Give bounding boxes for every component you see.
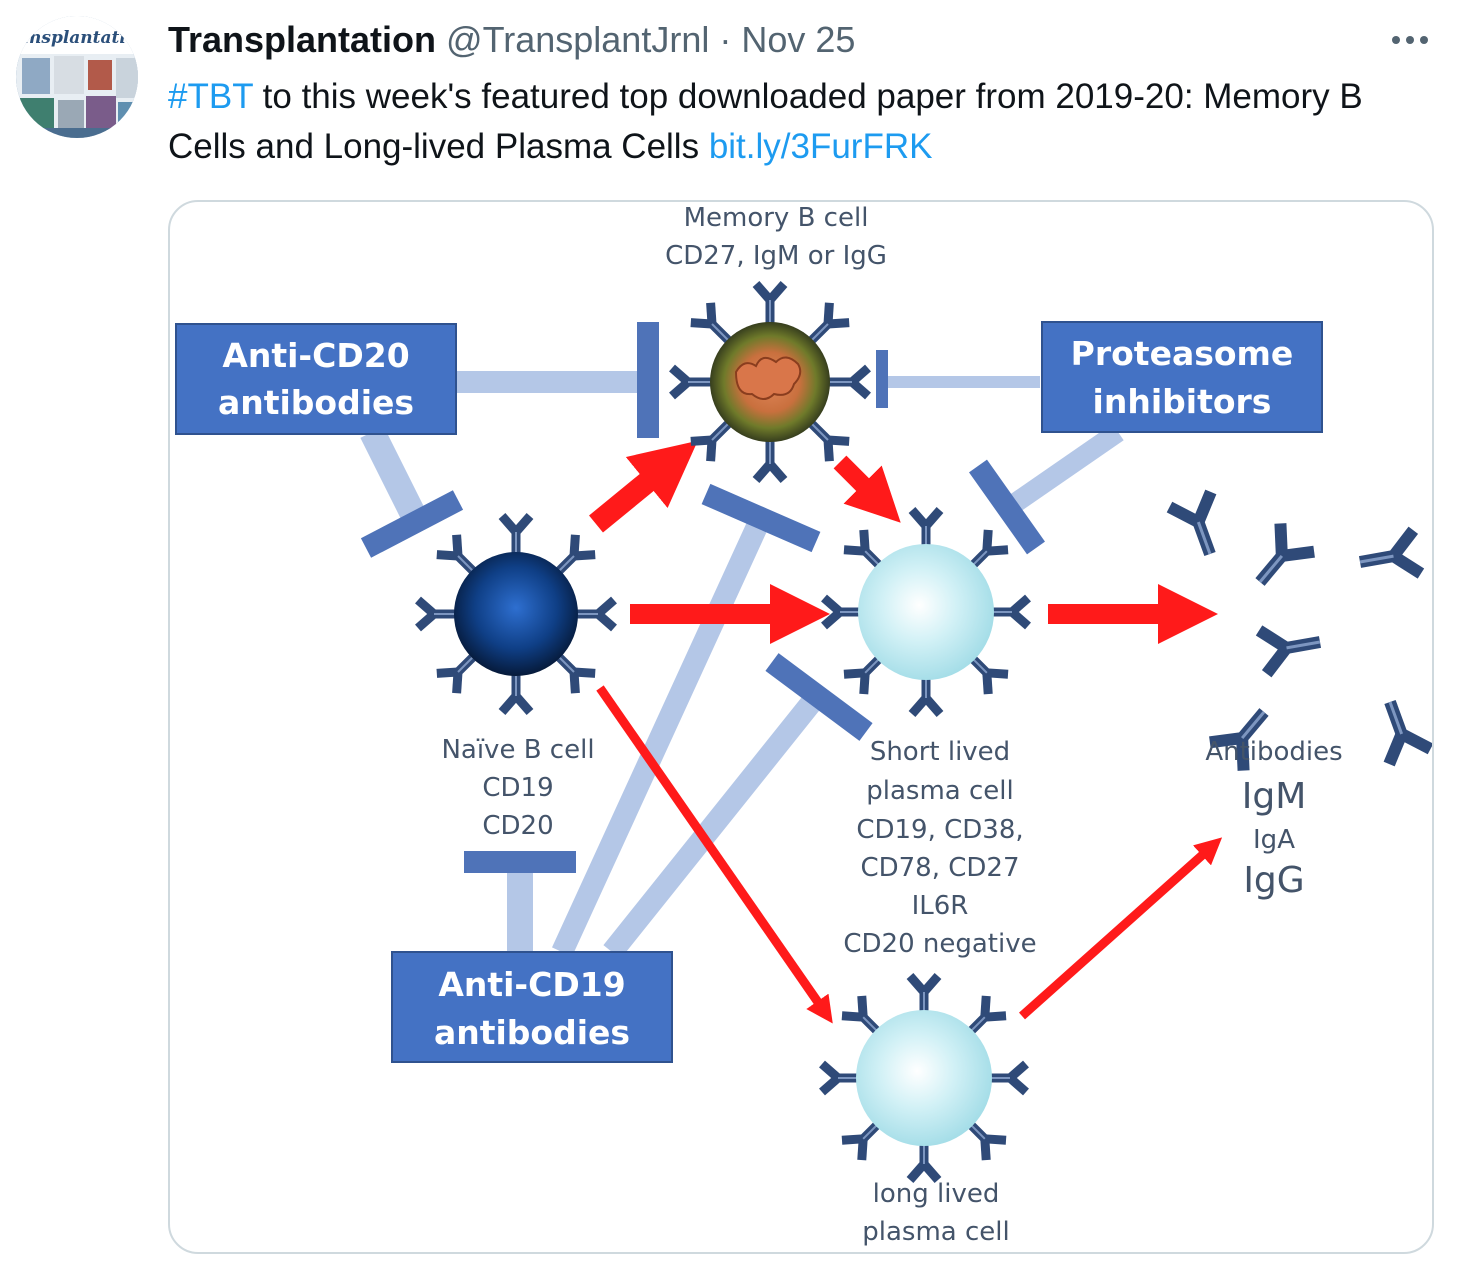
igg-label: IgG [1243,860,1304,901]
b-cell-diagram: Anti-CD20 antibodies Proteasome inhibito… [175,203,1432,1247]
naive-label-line3: CD20 [482,811,553,841]
tweet-date[interactable]: Nov 25 [741,19,856,60]
tweet-media-image[interactable]: Anti-CD20 antibodies Proteasome inhibito… [168,200,1434,1254]
anti-cd20-line1: Anti-CD20 [222,336,409,375]
memory-b-cell-label: Memory B cell CD27, IgM or IgG [665,203,887,271]
long-lived-plasma-cell-label: long lived plasma cell [862,1179,1009,1247]
naive-b-cell-label: Naïve B cell CD19 CD20 [441,735,594,841]
long-lived-label-line2: plasma cell [862,1217,1009,1247]
proteasome-line1: Proteasome [1071,334,1294,373]
naive-b-cell [418,516,614,712]
hashtag-link[interactable]: #TBT [168,77,253,116]
anti-cd19-box: Anti-CD19 antibodies [391,951,673,1063]
anti-cd20-box: Anti-CD20 antibodies [175,323,457,435]
short-lived-label-line1: Short lived [870,737,1010,767]
antibodies-title: Antibodies [1205,737,1342,767]
short-lived-plasma-cell-label: Short lived plasma cell CD19, CD38, CD78… [843,737,1036,959]
short-lived-label-line2: plasma cell [866,776,1013,806]
short-lived-label-line5: IL6R [912,891,969,921]
inhibition-lines [360,322,1124,959]
proteasome-line2: inhibitors [1093,382,1272,421]
url-link[interactable]: bit.ly/3FurFRK [708,127,933,166]
short-lived-label-line4: CD78, CD27 [860,853,1019,883]
long-lived-label-line1: long lived [873,1179,1000,1209]
anti-cd19-line2: antibodies [434,1013,630,1052]
avatar-image: ansplantation [16,16,138,138]
iga-label: IgA [1253,825,1295,855]
author-display-name[interactable]: Transplantation [168,19,437,60]
antibodies-label: Antibodies IgM IgA IgG [1205,737,1342,901]
header-separator: · [719,19,732,60]
short-lived-label-line3: CD19, CD38, [856,815,1023,845]
differentiation-arrows [589,440,1223,1024]
ellipsis-icon [1392,36,1428,44]
igm-label: IgM [1242,776,1307,817]
tweet-header: Transplantation @TransplantJrnl · Nov 25 [168,18,855,62]
anti-cd19-line1: Anti-CD19 [438,965,625,1004]
avatar-text: ansplantation [18,28,138,48]
free-antibodies [1169,492,1430,771]
memory-label-line2: CD27, IgM or IgG [665,241,887,271]
anti-cd20-line2: antibodies [218,383,414,422]
author-handle[interactable]: @TransplantJrnl [446,19,710,60]
more-options-button[interactable] [1384,20,1436,60]
author-avatar[interactable]: ansplantation [16,16,138,138]
long-lived-plasma-cell [822,976,1026,1180]
proteasome-box: Proteasome inhibitors [1041,321,1323,433]
memory-b-cell [672,284,868,480]
memory-label-line1: Memory B cell [684,203,869,233]
naive-label-line2: CD19 [482,773,553,803]
short-lived-plasma-cell [824,510,1028,714]
naive-label-line1: Naïve B cell [441,735,594,765]
short-lived-label-line6: CD20 negative [843,929,1036,959]
tweet-body-text: to this week's featured top downloaded p… [168,77,1363,166]
tweet-text: #TBT to this week's featured top downloa… [168,72,1444,172]
